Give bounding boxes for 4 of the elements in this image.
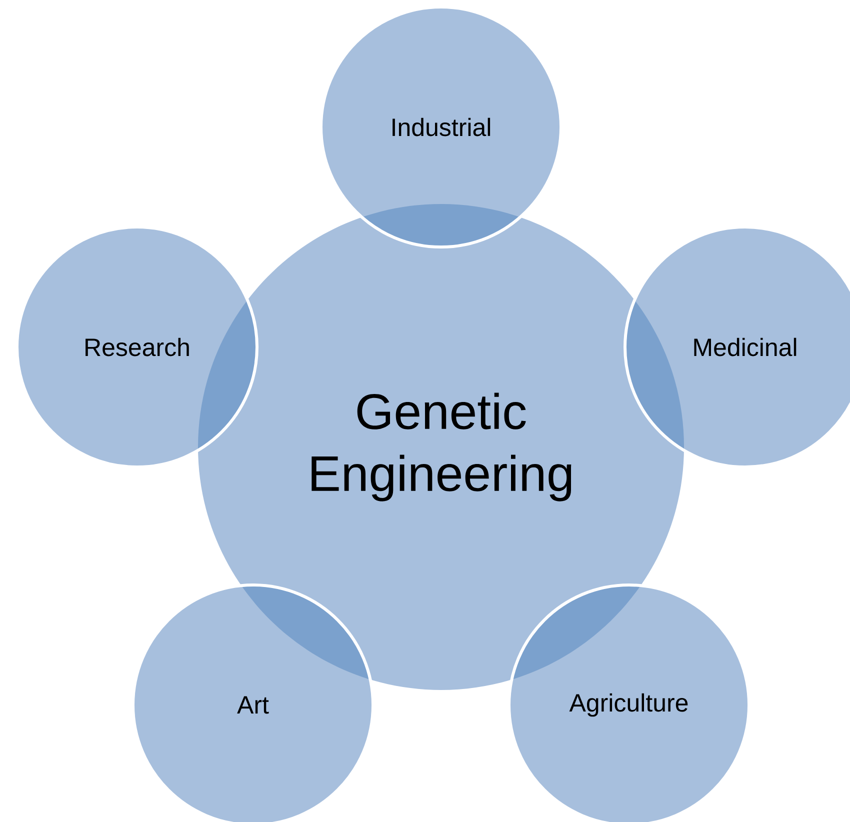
node-label: Industrial	[392, 118, 490, 136]
node-label: Research	[86, 338, 189, 356]
node-label: Medicinal	[694, 338, 796, 356]
node-label: Genetic Engineering	[312, 392, 572, 502]
